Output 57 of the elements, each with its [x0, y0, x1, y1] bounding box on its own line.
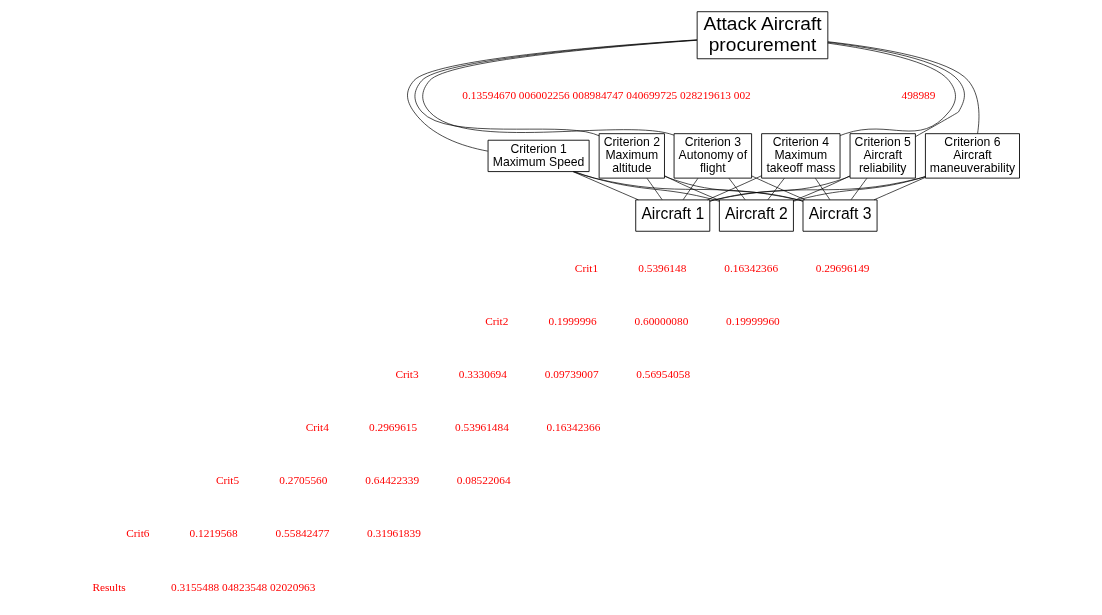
node-box: Criterion 4 Maximum takeoff mass [761, 133, 841, 179]
label: 0.2705560 [279, 474, 328, 487]
label: 0.3155488 04823548 02020963 [171, 580, 316, 593]
connector [793, 176, 926, 202]
label: 0.09739007 [544, 367, 599, 380]
label: Crit6 [126, 527, 150, 540]
node-box: Attack Aircraft procurement [696, 11, 829, 60]
node-box: Criterion 3 Autonomy of flight [673, 133, 753, 179]
connector [728, 178, 746, 200]
connector [407, 39, 698, 152]
label: 0.64422339 [365, 474, 420, 487]
label: 0.60000080 [634, 314, 689, 327]
node-box: Aircraft 3 [802, 199, 878, 232]
label: 0.5396148 [638, 261, 687, 274]
connector [793, 175, 851, 201]
connector [751, 175, 806, 201]
label: 498989 [901, 89, 936, 102]
label: 0.1999996 [548, 314, 597, 327]
node-box: Criterion 5 Aircraft reliability [849, 133, 916, 179]
node-box: Criterion 2 Maximum altitude [598, 133, 665, 179]
label: 0.56954058 [636, 367, 691, 380]
connector [850, 178, 868, 200]
label: 0.55842477 [275, 527, 330, 540]
label: 0.29696149 [815, 261, 870, 274]
connector [574, 171, 720, 202]
label: 0.3330694 [458, 367, 507, 380]
label: 0.16342366 [724, 261, 779, 274]
label: 0.31961839 [367, 527, 421, 540]
label: 0.08522064 [456, 474, 511, 487]
label: 0.16342366 [546, 421, 601, 434]
connector [682, 178, 699, 200]
label: 0.1219568 [189, 527, 238, 540]
label: 0.13594670 006002256 008984747 040699725 028219613 002 [462, 89, 751, 102]
connector [709, 176, 926, 202]
label: Crit1 [574, 261, 599, 274]
connector [572, 171, 639, 201]
node-box: Aircraft 2 [718, 199, 794, 232]
node-box: Criterion 6 Aircraft maneuverability [925, 133, 1020, 179]
connector [646, 178, 663, 200]
label: 0.53961484 [455, 421, 509, 434]
connector [767, 178, 785, 200]
label: 0.19999960 [726, 314, 780, 327]
label: Crit2 [485, 314, 509, 327]
label: Crit4 [305, 421, 329, 434]
label: Crit5 [215, 474, 240, 487]
label: 0.2969615 [369, 421, 418, 434]
label: Crit3 [395, 367, 419, 380]
connector [572, 171, 804, 202]
connector [709, 175, 851, 202]
connector [815, 178, 831, 200]
node-box: Aircraft 1 [635, 199, 711, 232]
connector [664, 175, 720, 201]
connector [707, 175, 762, 201]
connector [664, 175, 804, 202]
label: Results [92, 580, 126, 593]
connector [873, 177, 926, 201]
node-box: Criterion 1 Maximum Speed [487, 139, 590, 172]
